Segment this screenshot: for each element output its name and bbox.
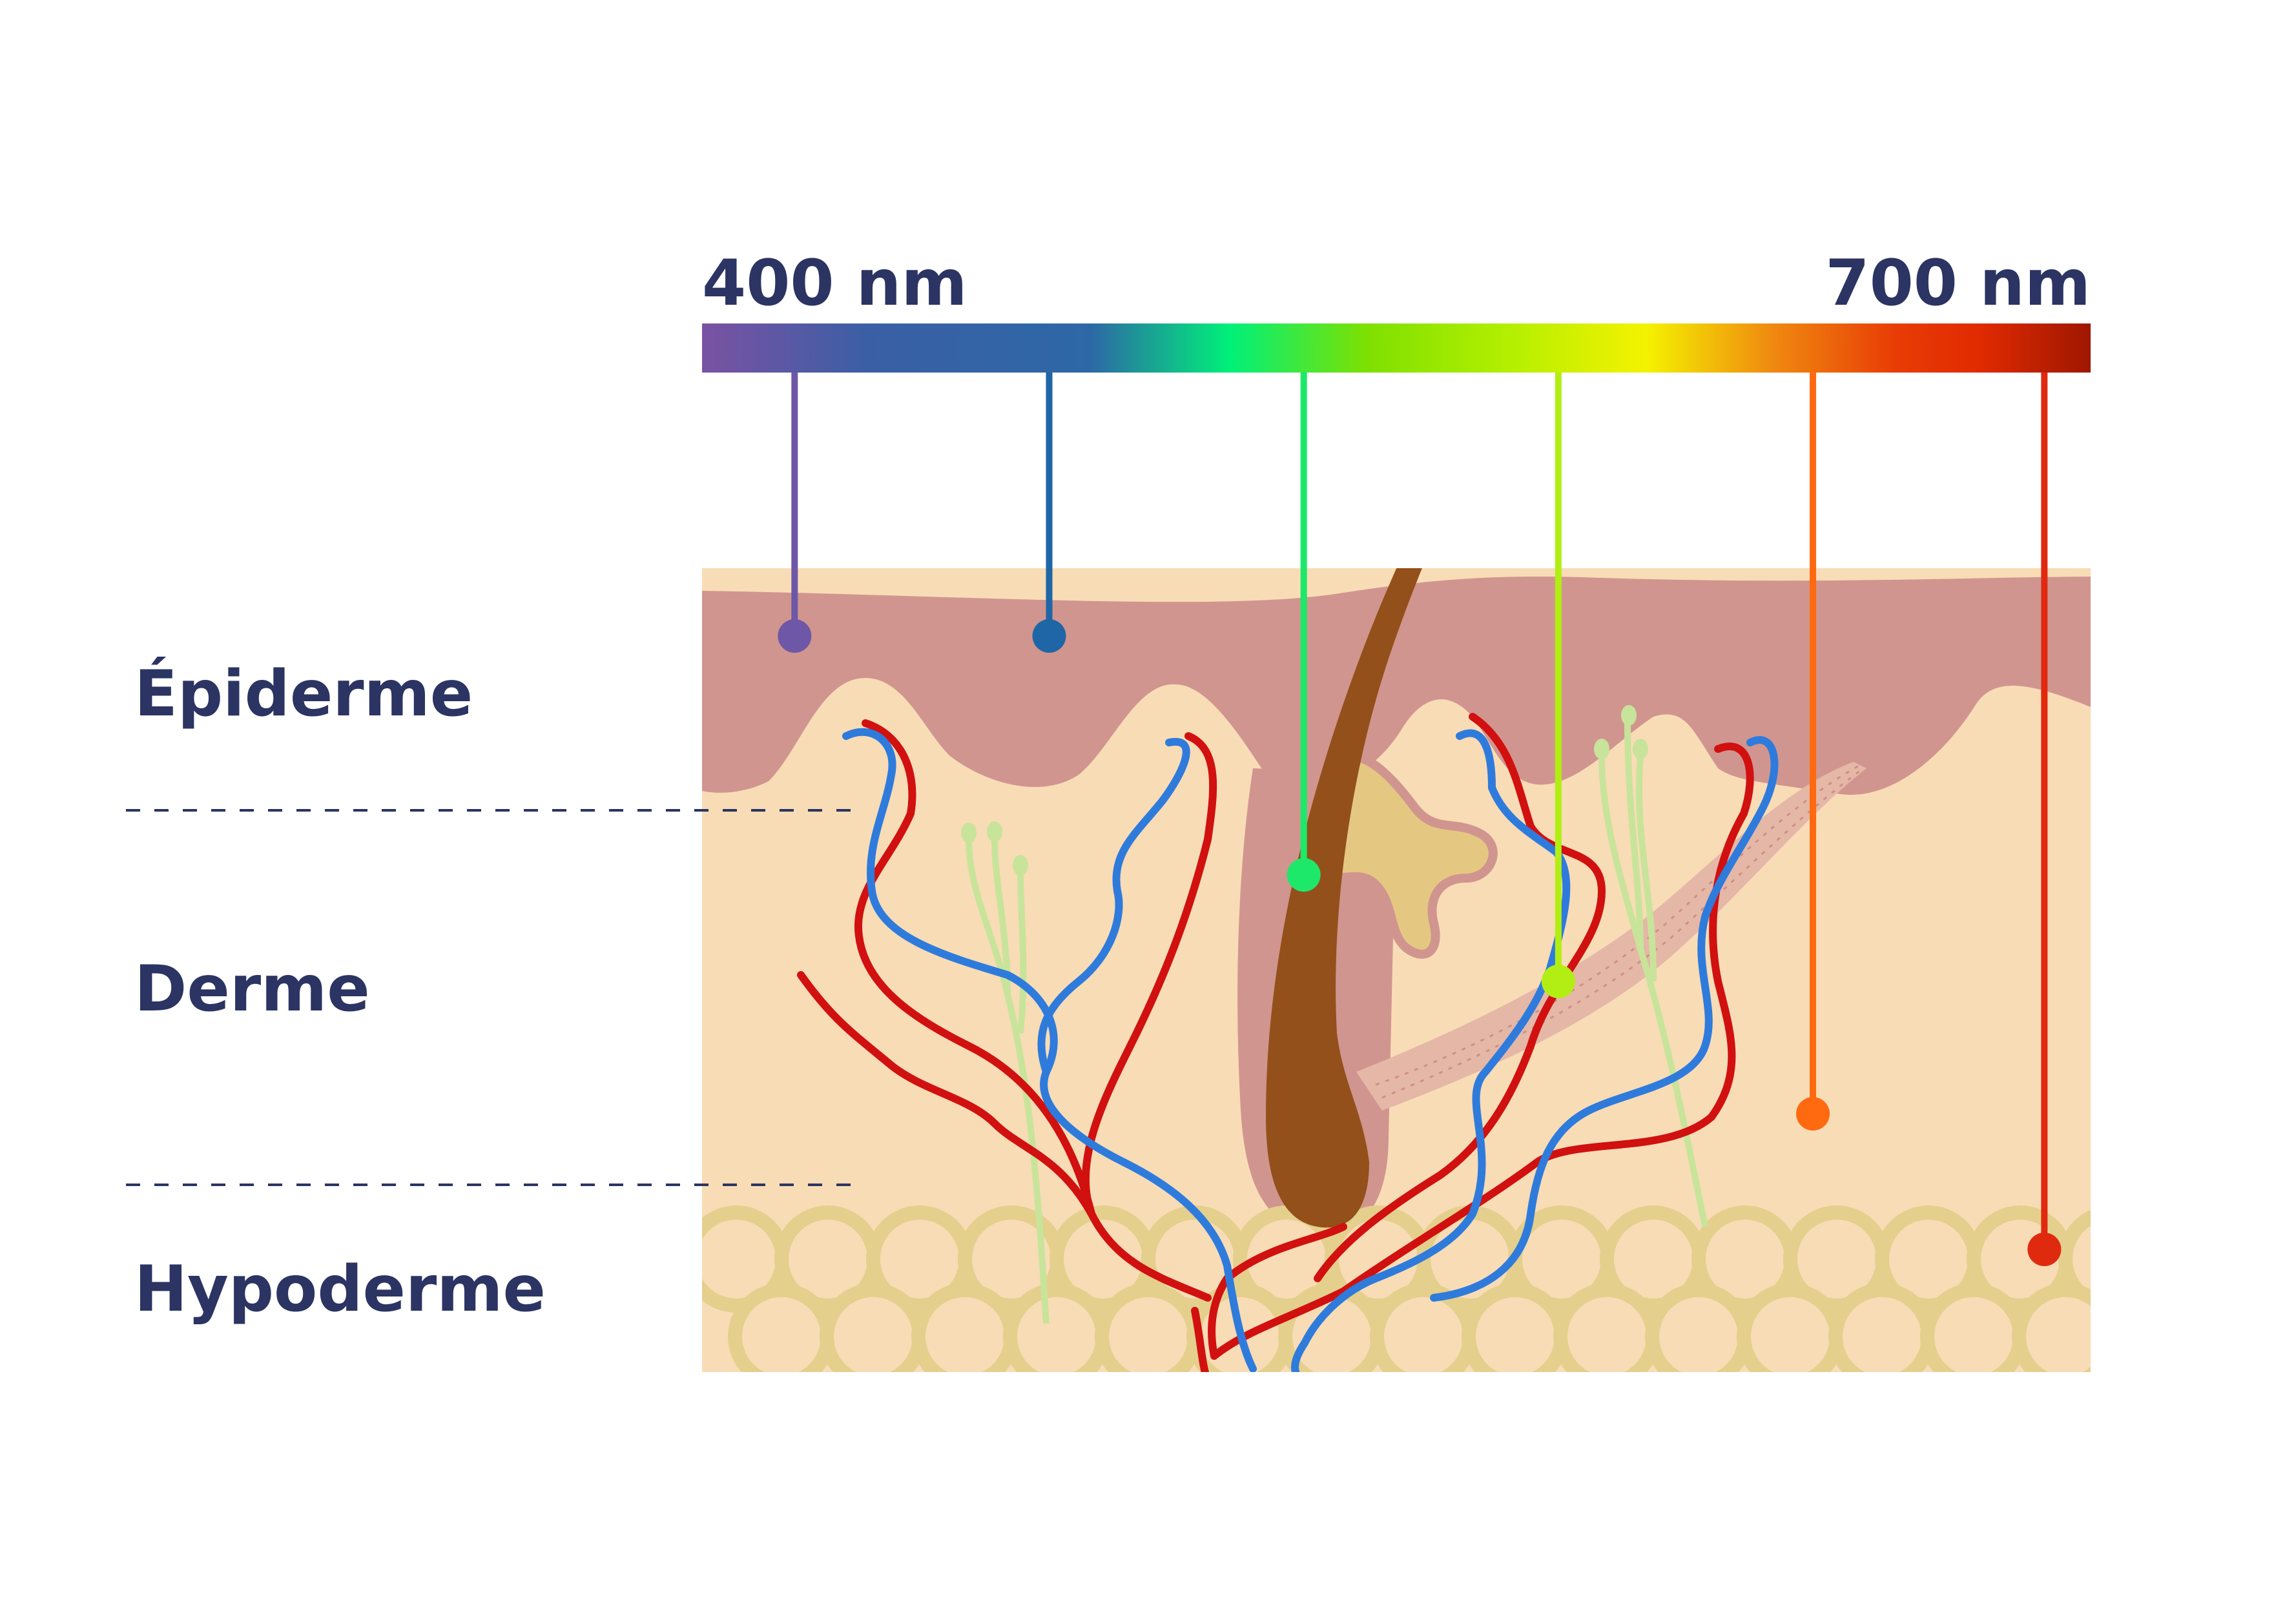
end-wavelength-label: 700 nm bbox=[1825, 247, 2091, 320]
fat-cell bbox=[728, 1283, 835, 1372]
fat-cell bbox=[1370, 1283, 1477, 1372]
penetration-depth-dot bbox=[778, 619, 812, 653]
skin-block bbox=[702, 568, 2091, 1372]
fat-cell bbox=[1003, 1283, 1110, 1372]
fat-cell bbox=[1737, 1283, 1844, 1372]
hypodermis-fat-cells bbox=[702, 1205, 2091, 1372]
fat-cell bbox=[1828, 1283, 1936, 1372]
nerve-endings bbox=[961, 705, 1648, 876]
wavelength-spectrum-bar bbox=[702, 323, 2091, 373]
epidermis-label: Épiderme bbox=[134, 657, 473, 731]
hypodermis-label: Hypoderme bbox=[134, 1253, 546, 1326]
penetration-depth-dot bbox=[1032, 619, 1066, 653]
penetration-markers bbox=[778, 373, 2062, 1266]
fat-cell bbox=[1553, 1283, 1660, 1372]
dermis-label: Derme bbox=[134, 952, 370, 1026]
penetration-depth-dot bbox=[1287, 858, 1321, 892]
penetration-depth-dot bbox=[1541, 965, 1575, 998]
fat-cell bbox=[911, 1283, 1019, 1372]
penetration-depth-dot bbox=[1796, 1097, 1830, 1131]
veins bbox=[842, 728, 1779, 1372]
fat-cell bbox=[820, 1283, 927, 1372]
hair-shaft bbox=[1266, 568, 1422, 1228]
arteries bbox=[797, 713, 1754, 1372]
fat-cell bbox=[1095, 1283, 1202, 1372]
fat-cell bbox=[1920, 1283, 2027, 1372]
nerves bbox=[966, 723, 1708, 1324]
fat-cell bbox=[1462, 1283, 1569, 1372]
fat-cell bbox=[2012, 1283, 2091, 1372]
penetration-depth-dot bbox=[2027, 1233, 2062, 1266]
fat-cell bbox=[2058, 1209, 2091, 1309]
start-wavelength-label: 400 nm bbox=[702, 247, 967, 320]
fat-cell bbox=[1645, 1283, 1752, 1372]
